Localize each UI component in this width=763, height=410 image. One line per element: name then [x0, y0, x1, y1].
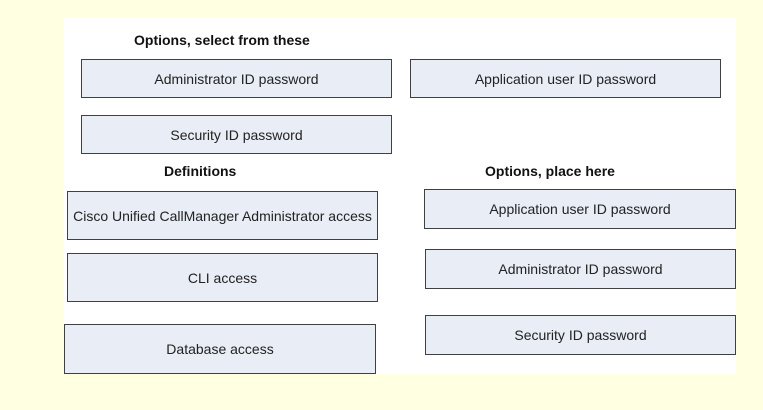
definition-cli-access: CLI access — [67, 253, 378, 302]
source-option-label: Security ID password — [170, 126, 303, 143]
source-option-security-id-password[interactable]: Security ID password — [81, 115, 392, 154]
definition-database-access: Database access — [64, 324, 376, 374]
definition-cucm-administrator-access: Cisco Unified CallManager Administrator … — [67, 191, 378, 240]
definition-label: Cisco Unified CallManager Administrator … — [73, 207, 372, 224]
options-target-heading: Options, place here — [485, 163, 615, 179]
drop-target-security-id-password[interactable]: Security ID password — [425, 315, 736, 355]
placed-option-label: Security ID password — [514, 327, 647, 343]
placed-option-label: Administrator ID password — [498, 261, 663, 277]
drop-target-administrator-id-password[interactable]: Administrator ID password — [425, 249, 736, 289]
source-option-application-user-id-password[interactable]: Application user ID password — [410, 59, 721, 98]
definition-label: Database access — [166, 341, 274, 357]
definitions-heading: Definitions — [164, 163, 237, 179]
options-source-heading: Options, select from these — [134, 32, 310, 48]
source-option-administrator-id-password[interactable]: Administrator ID password — [81, 59, 392, 98]
source-option-label: Application user ID password — [474, 70, 657, 87]
drop-target-application-user-id-password[interactable]: Application user ID password — [424, 189, 736, 229]
placed-option-label: Application user ID password — [489, 201, 671, 217]
source-option-label: Administrator ID password — [154, 70, 319, 87]
definition-label: CLI access — [187, 269, 258, 286]
